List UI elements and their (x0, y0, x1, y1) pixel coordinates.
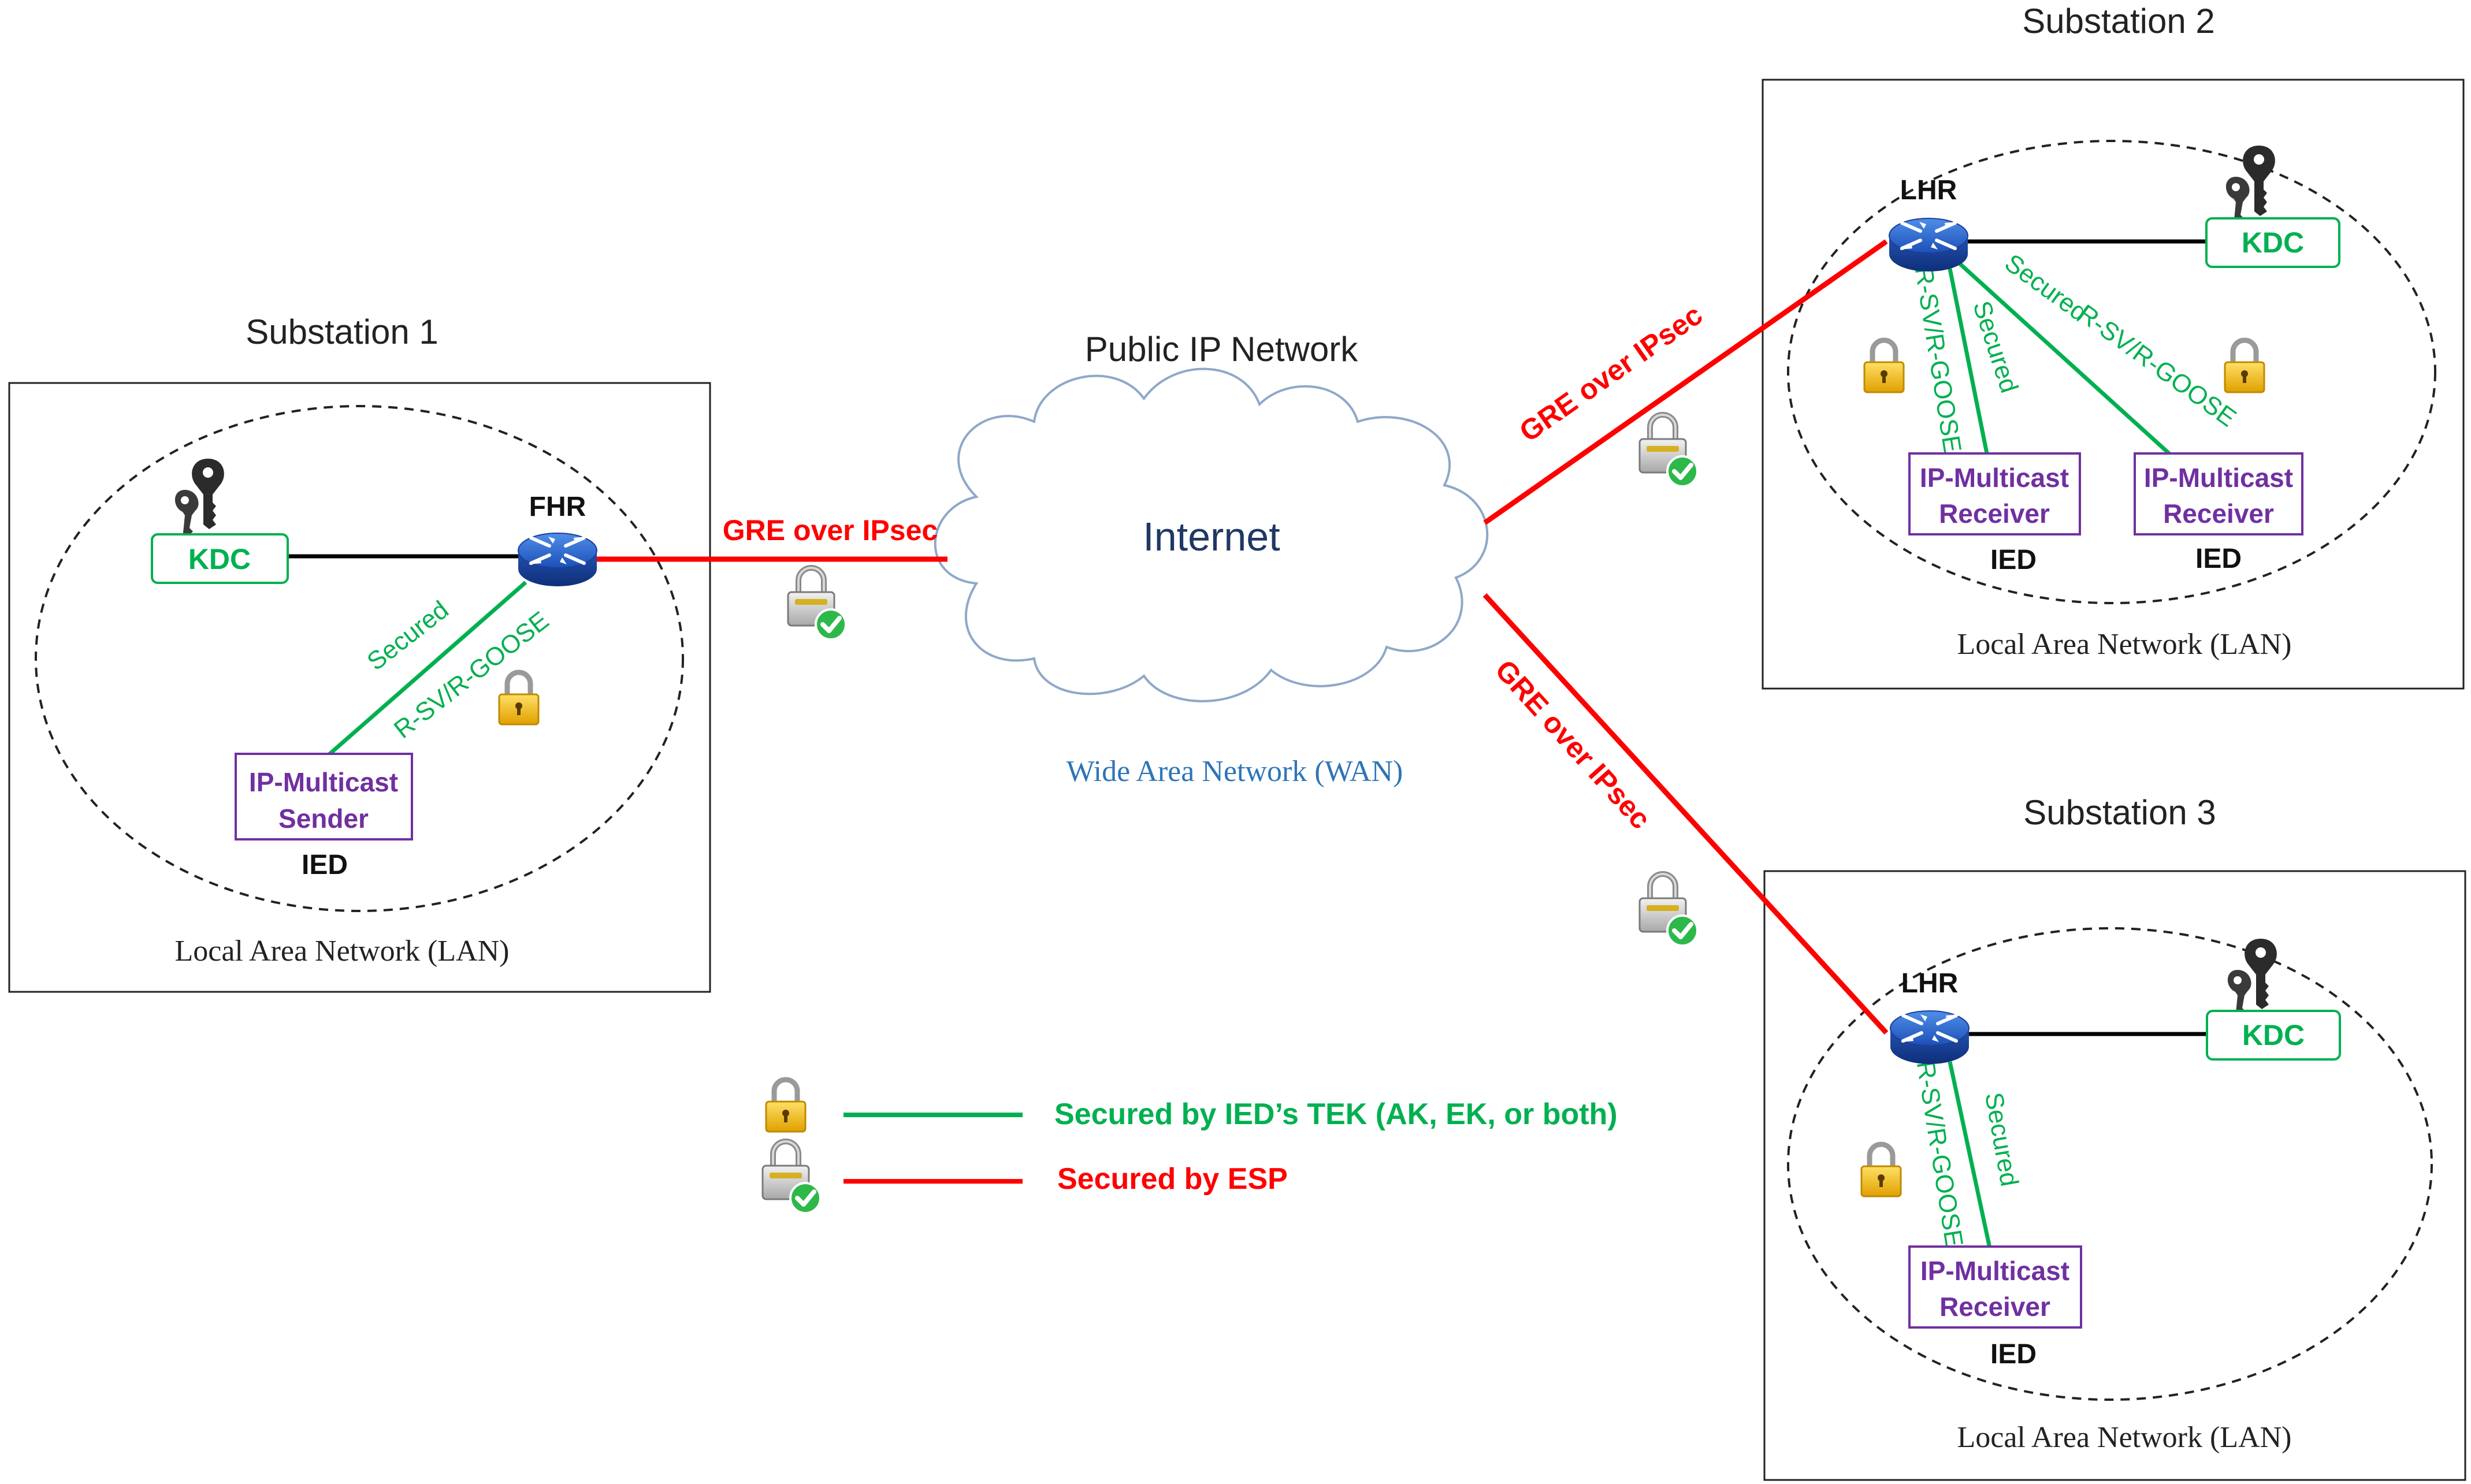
secured-link-2a (1948, 268, 1990, 457)
ied-box (2134, 452, 2303, 535)
padlock-icon (499, 672, 538, 724)
router-label: FHR (529, 492, 586, 522)
lan-1-label: Local Area Network (LAN) (175, 935, 510, 968)
ied-box-line1: IP-Multicast (2144, 463, 2293, 493)
internet-label: Internet (1143, 514, 1280, 559)
protocol-label: R-SV/R-GOOSE (1911, 1059, 1968, 1249)
link-1-label: GRE over IPsec (723, 514, 938, 546)
padlock-icon (1864, 340, 1904, 392)
substation-2-title: Substation 2 (2022, 2, 2215, 40)
key-icon (2227, 939, 2277, 1022)
link-2-label: GRE over IPsec (1514, 298, 1708, 448)
substation-3-title: Substation 3 (2023, 793, 2216, 832)
ied-box-line2: Receiver (1939, 499, 2050, 529)
ied-box (1908, 1245, 2082, 1329)
cloud-icon (934, 367, 1489, 702)
ied-box (1908, 452, 2081, 535)
lan-3-boundary (1787, 927, 2433, 1401)
wan-label: Wide Area Network (WAN) (1067, 755, 1403, 788)
lan-2-label: Local Area Network (LAN) (1957, 628, 2292, 661)
padlock-check-icon (1640, 415, 1697, 486)
protocol-label: R-SV/R-GOOSE (2073, 299, 2242, 433)
substation-1-title: Substation 1 (246, 313, 439, 351)
secured-label: Secured (362, 596, 454, 676)
protocol-label: R-SV/R-GOOSE (1909, 265, 1967, 455)
legend: Secured by IED’s TEK (AK, EK, or both) S… (763, 1080, 1618, 1213)
kdc-label: KDC (188, 543, 251, 575)
kdc-box-3 (2206, 1010, 2341, 1061)
router-icon (518, 533, 597, 586)
ied-label: IED (302, 850, 348, 880)
legend-green-label: Secured by IED’s TEK (AK, EK, or both) (1054, 1098, 1618, 1131)
router-icon (1889, 218, 1968, 271)
substation-1-box (8, 382, 711, 993)
padlock-check-icon (788, 568, 846, 639)
ied-label: IED (1990, 1339, 2037, 1370)
ied-label: IED (1990, 545, 2037, 575)
esp-link-3 (1482, 593, 1889, 1035)
secured-label: Secured (1979, 1091, 2024, 1189)
kdc-box-1 (151, 533, 289, 584)
ied-label: IED (2195, 544, 2242, 574)
kdc-box-2 (2205, 217, 2340, 268)
substation-2-box (1762, 79, 2465, 690)
secured-link-1 (325, 581, 527, 758)
esp-link-2 (1483, 239, 1888, 525)
secured-link-3 (1948, 1061, 1993, 1251)
router-label: LHR (1901, 968, 1959, 999)
ied-box-line2: Receiver (1939, 1292, 2050, 1322)
ied-box-line1: IP-Multicast (1920, 1256, 2069, 1286)
router-label: LHR (1900, 175, 1957, 206)
link-3-label: GRE over IPsec (1489, 654, 1657, 835)
padlock-icon (2225, 340, 2264, 392)
lan-2-boundary (1787, 140, 2436, 604)
padlock-icon (766, 1080, 805, 1132)
padlock-icon (1861, 1144, 1901, 1196)
ied-box-line2: Receiver (2163, 499, 2274, 529)
lan-3-label: Local Area Network (LAN) (1957, 1421, 2292, 1454)
lan-1-boundary (35, 405, 684, 912)
key-icon (174, 459, 224, 542)
padlock-check-icon (1640, 874, 1697, 946)
substation-3-box (1763, 870, 2466, 1481)
kdc-label: KDC (2242, 226, 2304, 259)
padlock-check-icon (763, 1141, 820, 1213)
ied-box-line1: IP-Multicast (1920, 463, 2069, 493)
router-icon (1890, 1011, 1969, 1064)
public-network-title: Public IP Network (1085, 330, 1358, 369)
legend-red-label: Secured by ESP (1057, 1162, 1288, 1196)
key-icon (2225, 146, 2275, 229)
ied-box (235, 753, 413, 840)
ied-box-line1: IP-Multicast (249, 767, 398, 797)
ied-box-line2: Sender (278, 804, 369, 834)
secured-link-2b (1954, 258, 2174, 458)
kdc-label: KDC (2242, 1019, 2305, 1051)
